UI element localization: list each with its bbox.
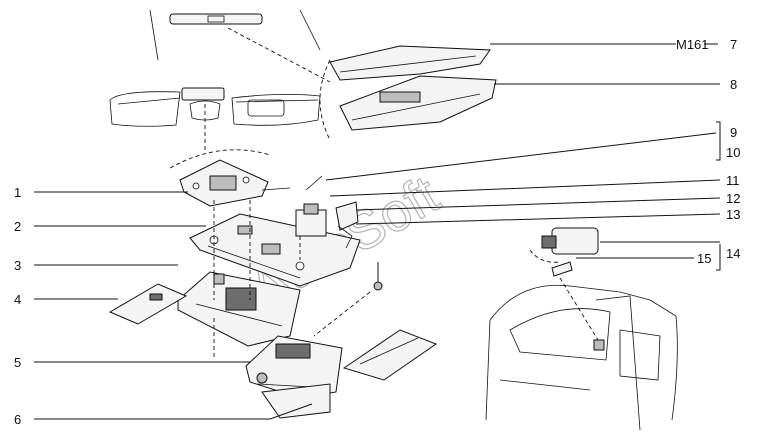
part-8-lamp-body [339, 75, 497, 131]
callout-7: 7 [730, 37, 737, 52]
leader-lines [34, 43, 721, 420]
callout-15: 15 [697, 251, 711, 266]
callout-2: 2 [14, 219, 21, 234]
part-4-lens [108, 283, 188, 325]
callout-3: 3 [14, 258, 21, 273]
callout-11: 11 [726, 173, 740, 188]
callout-1: 1 [14, 185, 21, 200]
part-7-lamp-gasket [329, 45, 491, 81]
callout-10: 10 [726, 145, 740, 160]
callout-6: 6 [14, 412, 21, 427]
callout-5: 5 [14, 355, 21, 370]
part-11-13-switch-assembly [295, 175, 359, 249]
rear-hatch-illustration [485, 249, 678, 431]
callout-12: 12 [726, 191, 740, 206]
code-label: M161 [676, 37, 709, 52]
callout-labels: 1 2 3 4 5 6 M161 7 8 9 10 11 12 13 14 15 [14, 37, 740, 427]
screw [373, 262, 383, 291]
part-14-boot-lamp [541, 227, 599, 255]
part-15-bulb [551, 261, 573, 277]
callout-9: 9 [730, 125, 737, 140]
view-arc [169, 149, 271, 169]
part-1-bracket [179, 159, 291, 207]
cabin-interior-illustration [109, 9, 331, 150]
callout-8: 8 [730, 77, 737, 92]
callout-13: 13 [726, 207, 740, 222]
callout-4: 4 [14, 292, 21, 307]
callout-14: 14 [726, 246, 740, 261]
part-3-lamp-frame [177, 271, 301, 347]
part-6-cover [261, 329, 438, 419]
